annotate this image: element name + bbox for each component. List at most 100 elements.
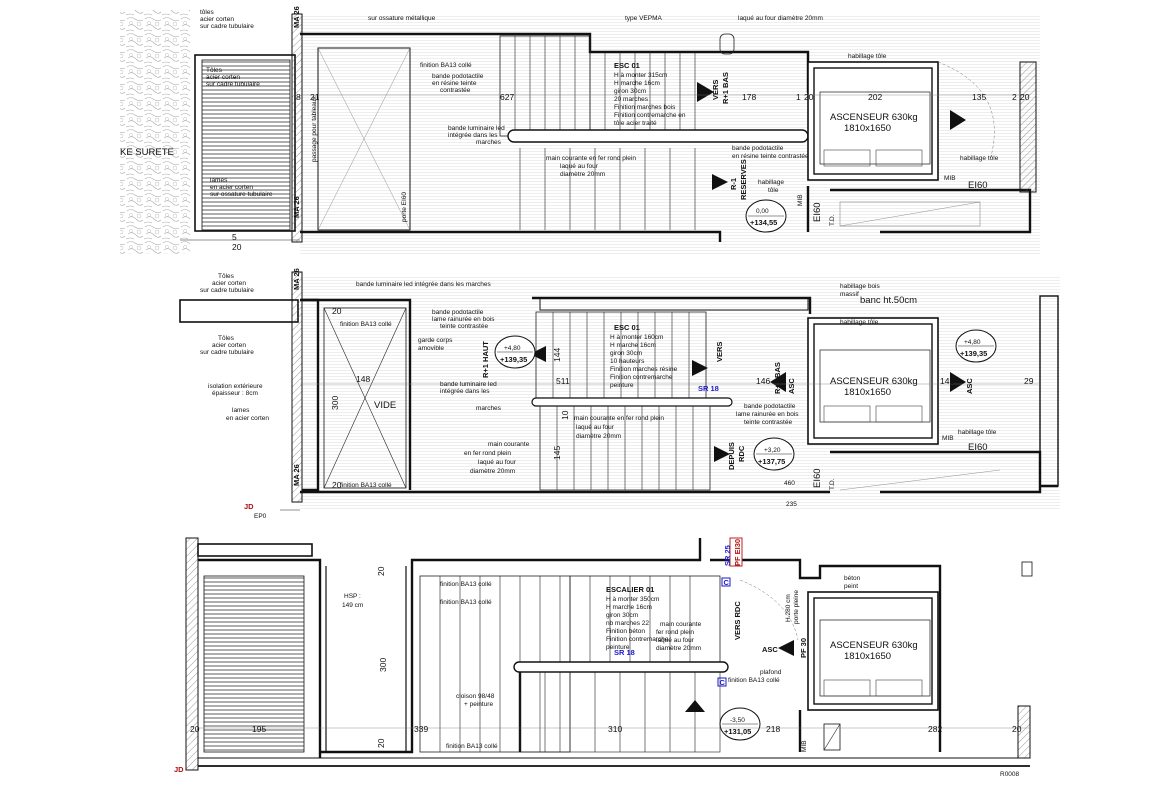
note-text: habillage tôle (848, 53, 887, 60)
note-text: finition BA13 collé (340, 482, 392, 489)
note-text: fer rond plein (656, 629, 694, 636)
stair-spec: Finition marches bois (614, 104, 676, 111)
lift-shaft-bottom (807, 591, 939, 711)
note-text: finition BA13 collé (340, 321, 392, 328)
wall-left (291, 13, 303, 243)
note-text: finition BA13 collé (440, 581, 492, 588)
dimension: 20 (190, 724, 200, 734)
note-text: passage pour tableaux (311, 95, 318, 162)
note-text: MIB (801, 740, 808, 752)
dimension: 20 (804, 92, 814, 102)
note-text: lames (232, 407, 250, 414)
reference-tag: C (724, 578, 730, 587)
note-text: main courante (660, 621, 702, 628)
note-text: habillage bois (840, 283, 881, 290)
fire-rating: EI60 (812, 468, 823, 488)
dimension: 20 (332, 480, 342, 490)
stair-treads-top (514, 36, 696, 136)
note-text: diamètre 20mm (560, 171, 605, 178)
note-text: R0008 (1000, 771, 1020, 778)
plan-middle-text: Tôles acier corten sur cadre tubulaire T… (200, 268, 1034, 520)
note-text: contrastée (440, 87, 471, 94)
stair-spec: peinture (610, 382, 634, 389)
dimension: 2 (1012, 92, 1017, 102)
direction-label: VERS RDC (733, 601, 742, 640)
level-value: +137,75 (758, 457, 785, 466)
dimension: 235 (786, 501, 797, 508)
dimension: 21 (310, 92, 320, 102)
note-text: épaisseur : 8cm (212, 390, 258, 397)
note-text: peint (844, 583, 858, 590)
lift-arrow (950, 110, 966, 130)
dimension: 148 (356, 374, 370, 384)
note-text: main courante en fer rond plein (574, 415, 664, 422)
note-text: main courante (488, 441, 530, 448)
note-text: EP0 (254, 513, 267, 520)
stair-spec: peinture (606, 644, 630, 651)
level-value: +134,55 (750, 218, 777, 227)
note-text: amovible (418, 345, 444, 352)
direction-label: RESERVES (739, 159, 748, 200)
note-text: intégrée dans les (448, 132, 498, 139)
stair-spec: 20 marches (614, 96, 649, 103)
level-value: +139,35 (500, 355, 527, 364)
note-text: teinte contrastée (744, 419, 792, 426)
note-text: diamètre 20mm (656, 645, 701, 652)
reference-tag: SR 25 (723, 545, 732, 566)
stair-lower-top (519, 148, 696, 230)
note-text: sur cadre tubulaire (200, 287, 254, 294)
stair-spec: Finition béton (606, 628, 645, 635)
note-text: en résine teinte (432, 80, 477, 87)
note-text: sur cadre tubulaire (200, 349, 254, 356)
reference-tag: PF EI30 (733, 539, 742, 566)
note-text: en fer rond plein (464, 450, 511, 457)
dimension: 1 (796, 92, 801, 102)
note-text: H.280 cm (785, 594, 792, 622)
dimension: 5 (232, 232, 237, 242)
note-text: béton (844, 575, 861, 582)
lift-cabin-top (819, 91, 931, 165)
dimension: 282 (928, 724, 942, 734)
plan-top-text: tôles acier corten sur cadre tubulaire T… (120, 6, 1030, 252)
dimension: 146 (756, 376, 770, 386)
corten-louvres (201, 59, 291, 231)
direction-label: VERS (711, 80, 720, 100)
stair-spec: Finition contremarche en (614, 112, 686, 119)
note-text: MA 26 (292, 268, 301, 290)
note-text: acier corten (212, 280, 246, 287)
wall-bottom (300, 230, 722, 242)
wall-right (1019, 61, 1037, 193)
passage-frame (317, 47, 411, 231)
handrail-mid (531, 397, 733, 407)
lift-label: ASC (965, 378, 974, 394)
note-text: HSP : (344, 593, 361, 600)
reference-tag: SR 18 (614, 648, 635, 657)
stair-spec: nb marches 22 (606, 620, 649, 627)
note-text: sur cadre tubulaire (206, 81, 260, 88)
level-value: +4,80 (964, 339, 981, 346)
note-text: acier corten (206, 74, 240, 81)
dimension: 145 (552, 446, 562, 460)
note-text: Tôles (218, 335, 235, 342)
direction-label: R+1 BAS (721, 72, 730, 104)
dimension: 300 (378, 658, 388, 672)
stair-spec: tôle acier traité (614, 120, 657, 127)
fire-rating: EI60 (812, 202, 823, 222)
plan-bottom (185, 537, 1033, 771)
stair-spec: H à monter 350cm (606, 596, 659, 603)
stair-title: ESC 01 (614, 61, 640, 70)
note-text: MIB (944, 175, 956, 182)
level-value: +4,80 (504, 345, 521, 352)
stair-spec: H marche 16cm (614, 80, 660, 87)
note-text: bande luminaire led (440, 381, 497, 388)
stair-spec: H à monter 315cm (614, 72, 667, 79)
stair-spec: H marche 16cm (606, 604, 652, 611)
note-text: type VEPMA (625, 15, 663, 22)
reference-tag: C (720, 678, 726, 687)
note-text: en acier corten (210, 184, 253, 191)
note-text: sur ossature métallique (368, 15, 436, 22)
note-text: cloison 98/48 (456, 693, 495, 700)
note-text: bande luminaire led intégrée dans les ma… (356, 281, 492, 288)
dimension: 310 (608, 724, 622, 734)
corten-louvres-bottom (203, 575, 305, 753)
